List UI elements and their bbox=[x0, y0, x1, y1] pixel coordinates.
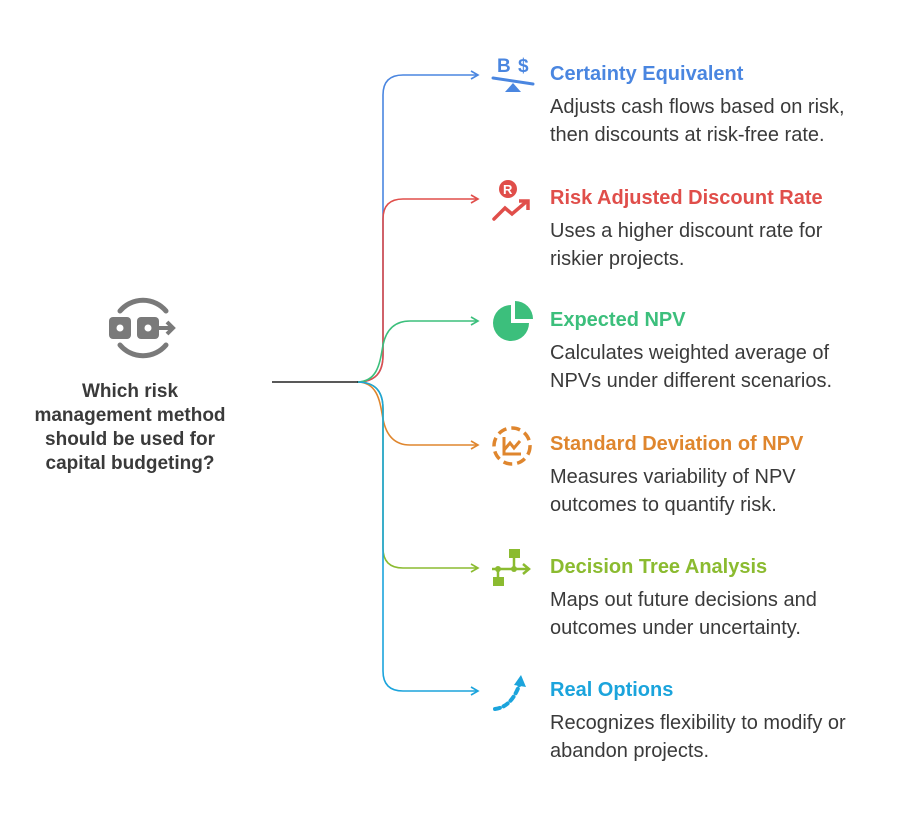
method-title: Certainty Equivalent bbox=[550, 63, 744, 85]
method-title: Real Options bbox=[550, 679, 674, 701]
method-description: Adjusts cash flows based on risk, then d… bbox=[550, 96, 845, 146]
method-title: Standard Deviation of NPV bbox=[550, 433, 804, 455]
dashed-chart-icon bbox=[492, 426, 532, 466]
curved-arrow-icon bbox=[493, 675, 526, 711]
method-description: Measures variability of NPV outcomes to … bbox=[550, 466, 796, 516]
svg-text:$: $ bbox=[518, 56, 529, 77]
method-title: Expected NPV bbox=[550, 309, 686, 331]
connector-std-dev bbox=[356, 381, 480, 450]
flowchart-icon bbox=[492, 549, 531, 586]
connector-risk-adjusted bbox=[356, 194, 480, 383]
connector-decision-tree bbox=[356, 381, 480, 573]
process-chain-icon bbox=[109, 297, 176, 359]
method-title: Decision Tree Analysis bbox=[550, 556, 768, 578]
balance-scale-currency-icon: B $ bbox=[491, 56, 535, 92]
svg-text:B: B bbox=[497, 56, 511, 77]
method-description: Maps out future decisions and outcomes u… bbox=[550, 589, 817, 639]
rising-rate-icon: R bbox=[492, 180, 530, 221]
connector-expected-npv bbox=[356, 316, 480, 383]
connector-certainty-equivalent bbox=[356, 70, 480, 383]
method-description: Calculates weighted average of NPVs unde… bbox=[550, 342, 833, 392]
method-title: Risk Adjusted Discount Rate bbox=[550, 187, 823, 209]
svg-text:R: R bbox=[503, 182, 513, 197]
connector-real-options bbox=[356, 381, 480, 696]
pie-chart-icon bbox=[493, 301, 533, 341]
method-description: Recognizes flexibility to modify or aban… bbox=[550, 712, 846, 762]
method-description: Uses a higher discount rate for riskier … bbox=[550, 220, 823, 270]
central-question: Which risk management method should be u… bbox=[34, 381, 226, 474]
